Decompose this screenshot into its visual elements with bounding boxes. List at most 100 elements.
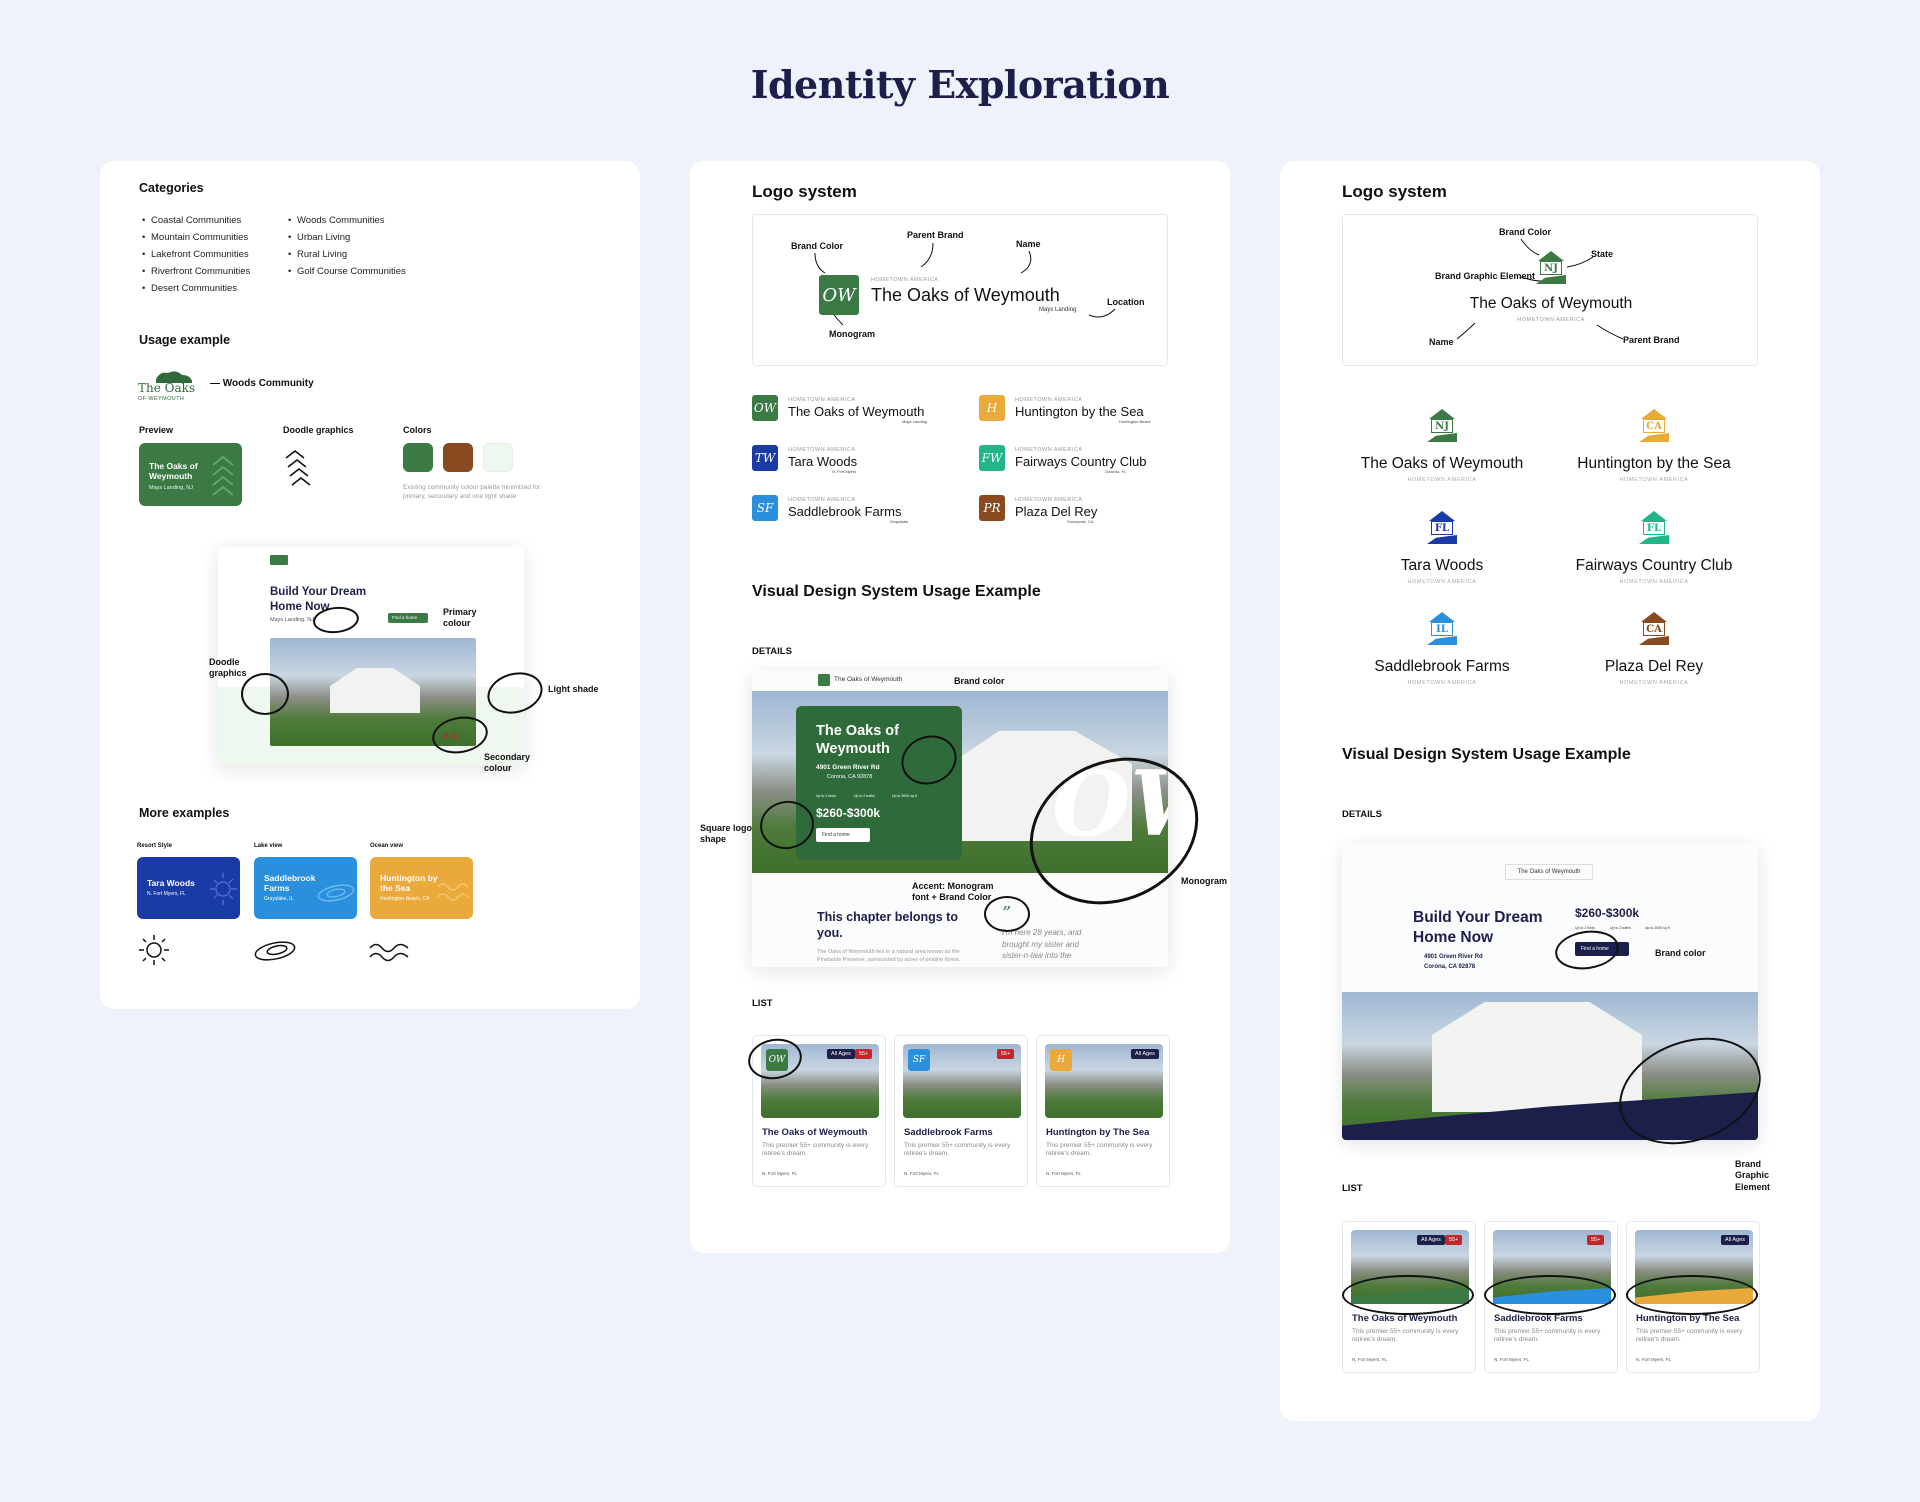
usage-caption: — Woods Community xyxy=(210,378,314,389)
monogram-square: OW xyxy=(766,1049,788,1071)
roof-icon xyxy=(1429,612,1455,622)
annotation-parent-brand: Parent Brand xyxy=(907,230,964,240)
community-name: Fairways Country Club xyxy=(1575,557,1733,574)
logo-location: N. Fort Myers xyxy=(832,469,857,474)
community-name: The Oaks of Weymouth xyxy=(1360,455,1524,472)
logo-system-panel-emblem: Logo system Brand Color State Brand Grap… xyxy=(1280,161,1820,1421)
community-parent: HOMETOWN AMERICA xyxy=(1619,477,1689,483)
oaks-logo: The Oaks OF WEYMOUTH xyxy=(138,369,196,403)
logo-grid: OW HOMETOWN AMERICA The Oaks of Weymouth… xyxy=(752,393,1172,533)
roof-icon xyxy=(1641,409,1667,419)
hero-address: 4901 Green River Rd xyxy=(816,764,880,771)
list-card[interactable]: SF 55+ Saddlebrook Farms This premier 55… xyxy=(894,1035,1028,1187)
logo-location: Huntington Beach xyxy=(1119,419,1151,424)
community-item: CA Huntington by the Sea HOMETOWN AMERIC… xyxy=(1554,409,1754,489)
color-swatch-light xyxy=(483,443,513,472)
community-item: CA Plaza Del Rey HOMETOWN AMERICA xyxy=(1554,612,1754,692)
category-item: Rural Living xyxy=(288,249,406,260)
annotation-location: Location xyxy=(1107,297,1145,307)
categories-title: Categories xyxy=(139,181,204,195)
annotation-circle xyxy=(1626,1275,1758,1315)
main-monogram: OW xyxy=(819,275,859,315)
hero-price: $260-$300k xyxy=(1575,906,1640,920)
annotation-brand-color: Brand Color xyxy=(791,241,844,251)
main-brand-name: The Oaks of Weymouth xyxy=(871,285,1060,305)
wave-icon xyxy=(369,943,409,962)
category-item: Golf Course Communities xyxy=(288,266,406,277)
example-card-tara-woods: Tara Woods N. Fort Myers, FL xyxy=(137,857,240,919)
main-parent-brand: HOMETOWN AMERICA xyxy=(871,277,939,283)
logo-item: PR HOMETOWN AMERICA Plaza Del Rey Sunnyv… xyxy=(979,493,1179,524)
list-card-desc: This premier 55+ community is every reti… xyxy=(762,1142,869,1158)
category-item: Mountain Communities xyxy=(142,232,250,243)
logo-parent: HOMETOWN AMERICA xyxy=(788,497,856,503)
mock-text-block xyxy=(388,585,470,607)
state-label: IL xyxy=(1431,622,1453,636)
community-emblem: CA xyxy=(1637,612,1671,646)
hero-stat: Up to 2000 sq ft xyxy=(1645,926,1670,930)
mock-location: Mays Landing, NJ xyxy=(270,617,315,623)
example-card-name: Huntington by the Sea xyxy=(380,873,438,894)
tag-55-plus: 55+ xyxy=(1587,1235,1605,1245)
example-card-saddlebrook: Saddlebrook Farms Grayslake, IL xyxy=(254,857,357,919)
list-card-location: N. Fort Myers, FL xyxy=(904,1171,940,1176)
chapter-title: This chapter belongs to you. xyxy=(817,910,958,941)
hero-find-button[interactable]: Find a home xyxy=(816,828,870,842)
hero-address: 4901 Green River Rd xyxy=(1424,954,1483,960)
list-card-desc: This premier 55+ community is every reti… xyxy=(1352,1328,1459,1344)
logo-name: Saddlebrook Farms xyxy=(788,504,902,519)
logo-item: TW HOMETOWN AMERICA Tara Woods N. Fort M… xyxy=(752,443,952,474)
logo-parent: HOMETOWN AMERICA xyxy=(1015,497,1083,503)
doodle-label: Doodle graphics xyxy=(283,425,354,435)
hero-find-button[interactable]: Find a home xyxy=(1575,942,1629,956)
secondary-dot xyxy=(452,733,458,739)
list-card-desc: This premier 55+ community is every reti… xyxy=(904,1142,1011,1158)
example-card-name: Tara Woods xyxy=(147,878,195,888)
category-item: Woods Communities xyxy=(288,215,406,226)
details-label: DETAILS xyxy=(1342,809,1382,820)
oaks-logo-text: The Oaks xyxy=(138,381,196,395)
list-card[interactable]: OW All Ages 55+ The Oaks of Weymouth Thi… xyxy=(752,1035,886,1187)
community-emblem: FL xyxy=(1637,511,1671,545)
category-item: Lakefront Communities xyxy=(142,249,250,260)
preview-card-sub: Mays Landing, NJ xyxy=(149,485,194,491)
hero-price: $260-$300k xyxy=(816,806,881,820)
logo-location: Grayslake xyxy=(890,519,909,524)
roof-icon xyxy=(1429,511,1455,521)
logo-parent: HOMETOWN AMERICA xyxy=(788,447,856,453)
community-parent: HOMETOWN AMERICA xyxy=(1407,680,1477,686)
logo-system-panel-monogram: Logo system Brand Color Parent Brand Nam… xyxy=(690,161,1230,1253)
list-card[interactable]: H All Ages Huntington by The Sea This pr… xyxy=(1036,1035,1170,1187)
house-shape xyxy=(330,668,420,713)
logo-name: Fairways Country Club xyxy=(1015,454,1147,469)
annotation-primary: Primary colour xyxy=(443,607,477,629)
example-card-loc: Huntington Beach, CA xyxy=(380,896,430,902)
hero-stat: Up to 2000 sq ft xyxy=(892,794,917,798)
hero-stat: Up to 2 beds xyxy=(816,794,836,798)
community-parent: HOMETOWN AMERICA xyxy=(1619,680,1689,686)
color-swatch-primary xyxy=(403,443,433,472)
logo-location: Orlando, FL xyxy=(1105,469,1127,474)
tag-all-ages: All Ages xyxy=(827,1049,855,1059)
ripple-icon xyxy=(254,941,296,961)
tag-all-ages: All Ages xyxy=(1721,1235,1749,1245)
community-parent: HOMETOWN AMERICA xyxy=(1619,579,1689,585)
roof-icon xyxy=(1641,511,1667,521)
mock-find-button[interactable]: Find a home xyxy=(388,613,428,623)
annotation-graphic: Brand Graphic Element xyxy=(1735,1159,1771,1192)
example-card-huntington: Huntington by the Sea Huntington Beach, … xyxy=(370,857,473,919)
hero-logo: The Oaks of Weymouth xyxy=(1505,864,1593,880)
wave-icon xyxy=(437,883,469,901)
logo-system-title: Logo system xyxy=(752,182,857,201)
annotation-circle xyxy=(1484,1275,1616,1315)
list-label: LIST xyxy=(1342,1183,1363,1194)
community-name: Saddlebrook Farms xyxy=(1374,658,1510,675)
community-parent: HOMETOWN AMERICA xyxy=(1407,477,1477,483)
hero-title: Build Your Dream Home Now xyxy=(1413,909,1543,947)
hero-logo-text: The Oaks of Weymouth xyxy=(834,676,903,683)
annotation-circle xyxy=(984,896,1030,932)
house-shape xyxy=(942,731,1132,841)
state-label: NJ xyxy=(1540,261,1562,275)
logo-location: Sunnyvale, CA xyxy=(1067,519,1094,524)
community-item: FL Fairways Country Club HOMETOWN AMERIC… xyxy=(1554,511,1754,591)
